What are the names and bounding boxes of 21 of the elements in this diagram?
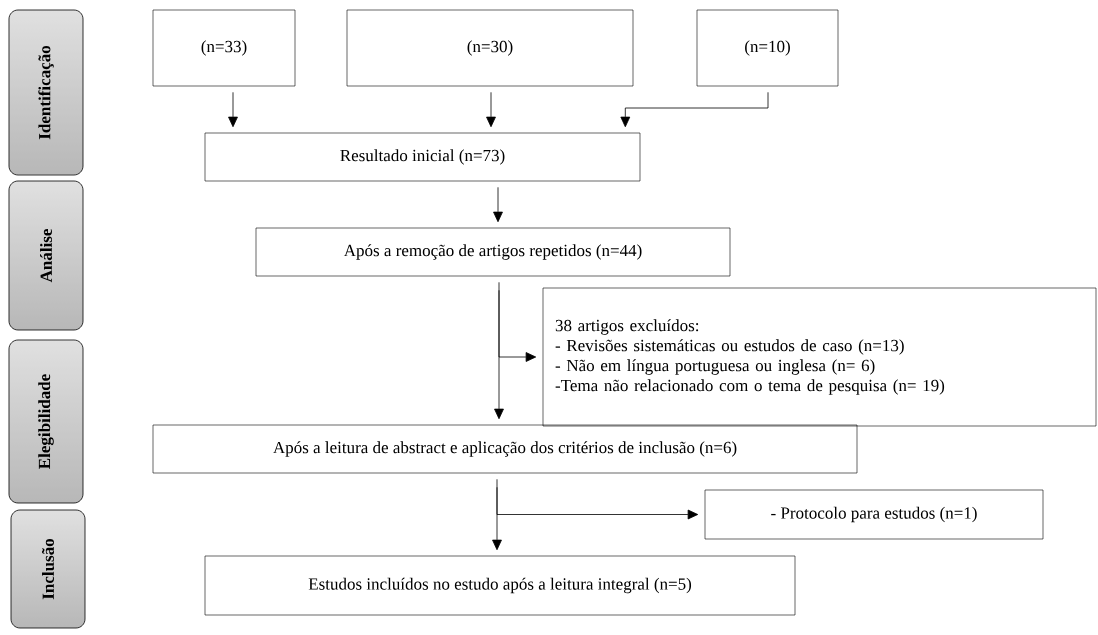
process-box: Após a remoção de artigos repetidos (n=44) (255, 227, 731, 277)
database-box: (n=33) (152, 9, 296, 87)
process-box: Após a leitura de abstract e aplicação dos critérios de inclusão (n=6) (152, 424, 858, 474)
phase-label: Identificação (8, 9, 84, 176)
process-box: - Protocolo para estudos (n=1) (704, 489, 1044, 540)
process-box: Resultado inicial (n=73) (204, 132, 641, 182)
arrow (496, 486, 699, 520)
database-box: (n=10) (696, 9, 839, 87)
arrow (228, 91, 238, 128)
phase-label: Análise (8, 180, 84, 331)
exclusion-box: 38 artigos excluídos: - Revisões sistemáticas ou estudos de caso (n=13) - Não em língua portuguesa ou inglesa (n= 6) -Tema não relacionado com o tema de pesquisa (n= 19) (542, 287, 1097, 427)
phase-label: Elegibilidade (8, 339, 84, 504)
arrow (498, 289, 537, 362)
arrow (493, 186, 503, 223)
arrow (494, 281, 504, 420)
phase-label: Inclusão (10, 509, 86, 629)
arrow (492, 478, 502, 551)
arrow (486, 91, 496, 128)
database-box: (n=30) (346, 9, 634, 87)
arrow (620, 91, 769, 128)
process-box: Estudos incluídos no estudo após a leitura integral (n=5) (204, 555, 796, 616)
